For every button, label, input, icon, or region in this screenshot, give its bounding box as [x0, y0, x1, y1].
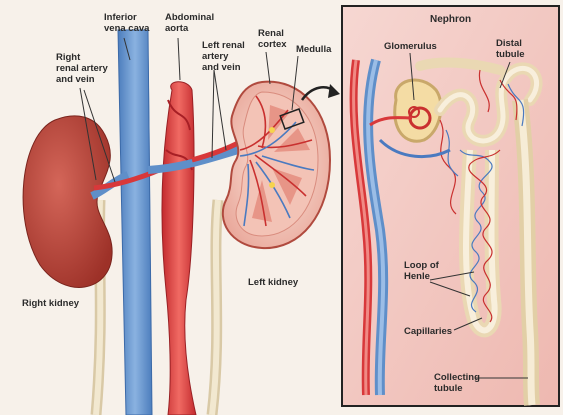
- label-renal-cortex: Renal cortex: [258, 28, 287, 50]
- inferior-vena-cava: [117, 29, 153, 415]
- label-inferior-vena-cava: Inferior vena cava: [104, 12, 150, 34]
- label-abdominal-aorta: Abdominal aorta: [165, 12, 215, 34]
- label-capillaries: Capillaries: [404, 326, 453, 337]
- glomerulus-capsule: [393, 78, 443, 143]
- label-left-renal-artery-vein: Left renal artery and vein: [202, 40, 245, 73]
- label-right-renal-artery-vein: Right renal artery and vein: [56, 52, 108, 85]
- right-kidney-shape: [22, 115, 113, 288]
- left-renal-vein: [147, 146, 240, 174]
- medulla-marker-box: [279, 108, 305, 130]
- label-right-kidney: Right kidney: [22, 298, 80, 309]
- label-loop-of-henle: Loop of Henle: [404, 260, 439, 282]
- peritubular-capillaries: [439, 69, 525, 323]
- label-glomerulus: Glomerulus: [384, 41, 437, 52]
- inset-title: Nephron: [430, 14, 472, 25]
- label-distal-tubule: Distal tubule: [496, 38, 525, 60]
- abdominal-aorta: [161, 81, 197, 415]
- label-left-kidney: Left kidney: [248, 277, 299, 288]
- label-collecting-tubule: Collecting tubule: [434, 372, 480, 394]
- label-medulla: Medulla: [296, 44, 332, 55]
